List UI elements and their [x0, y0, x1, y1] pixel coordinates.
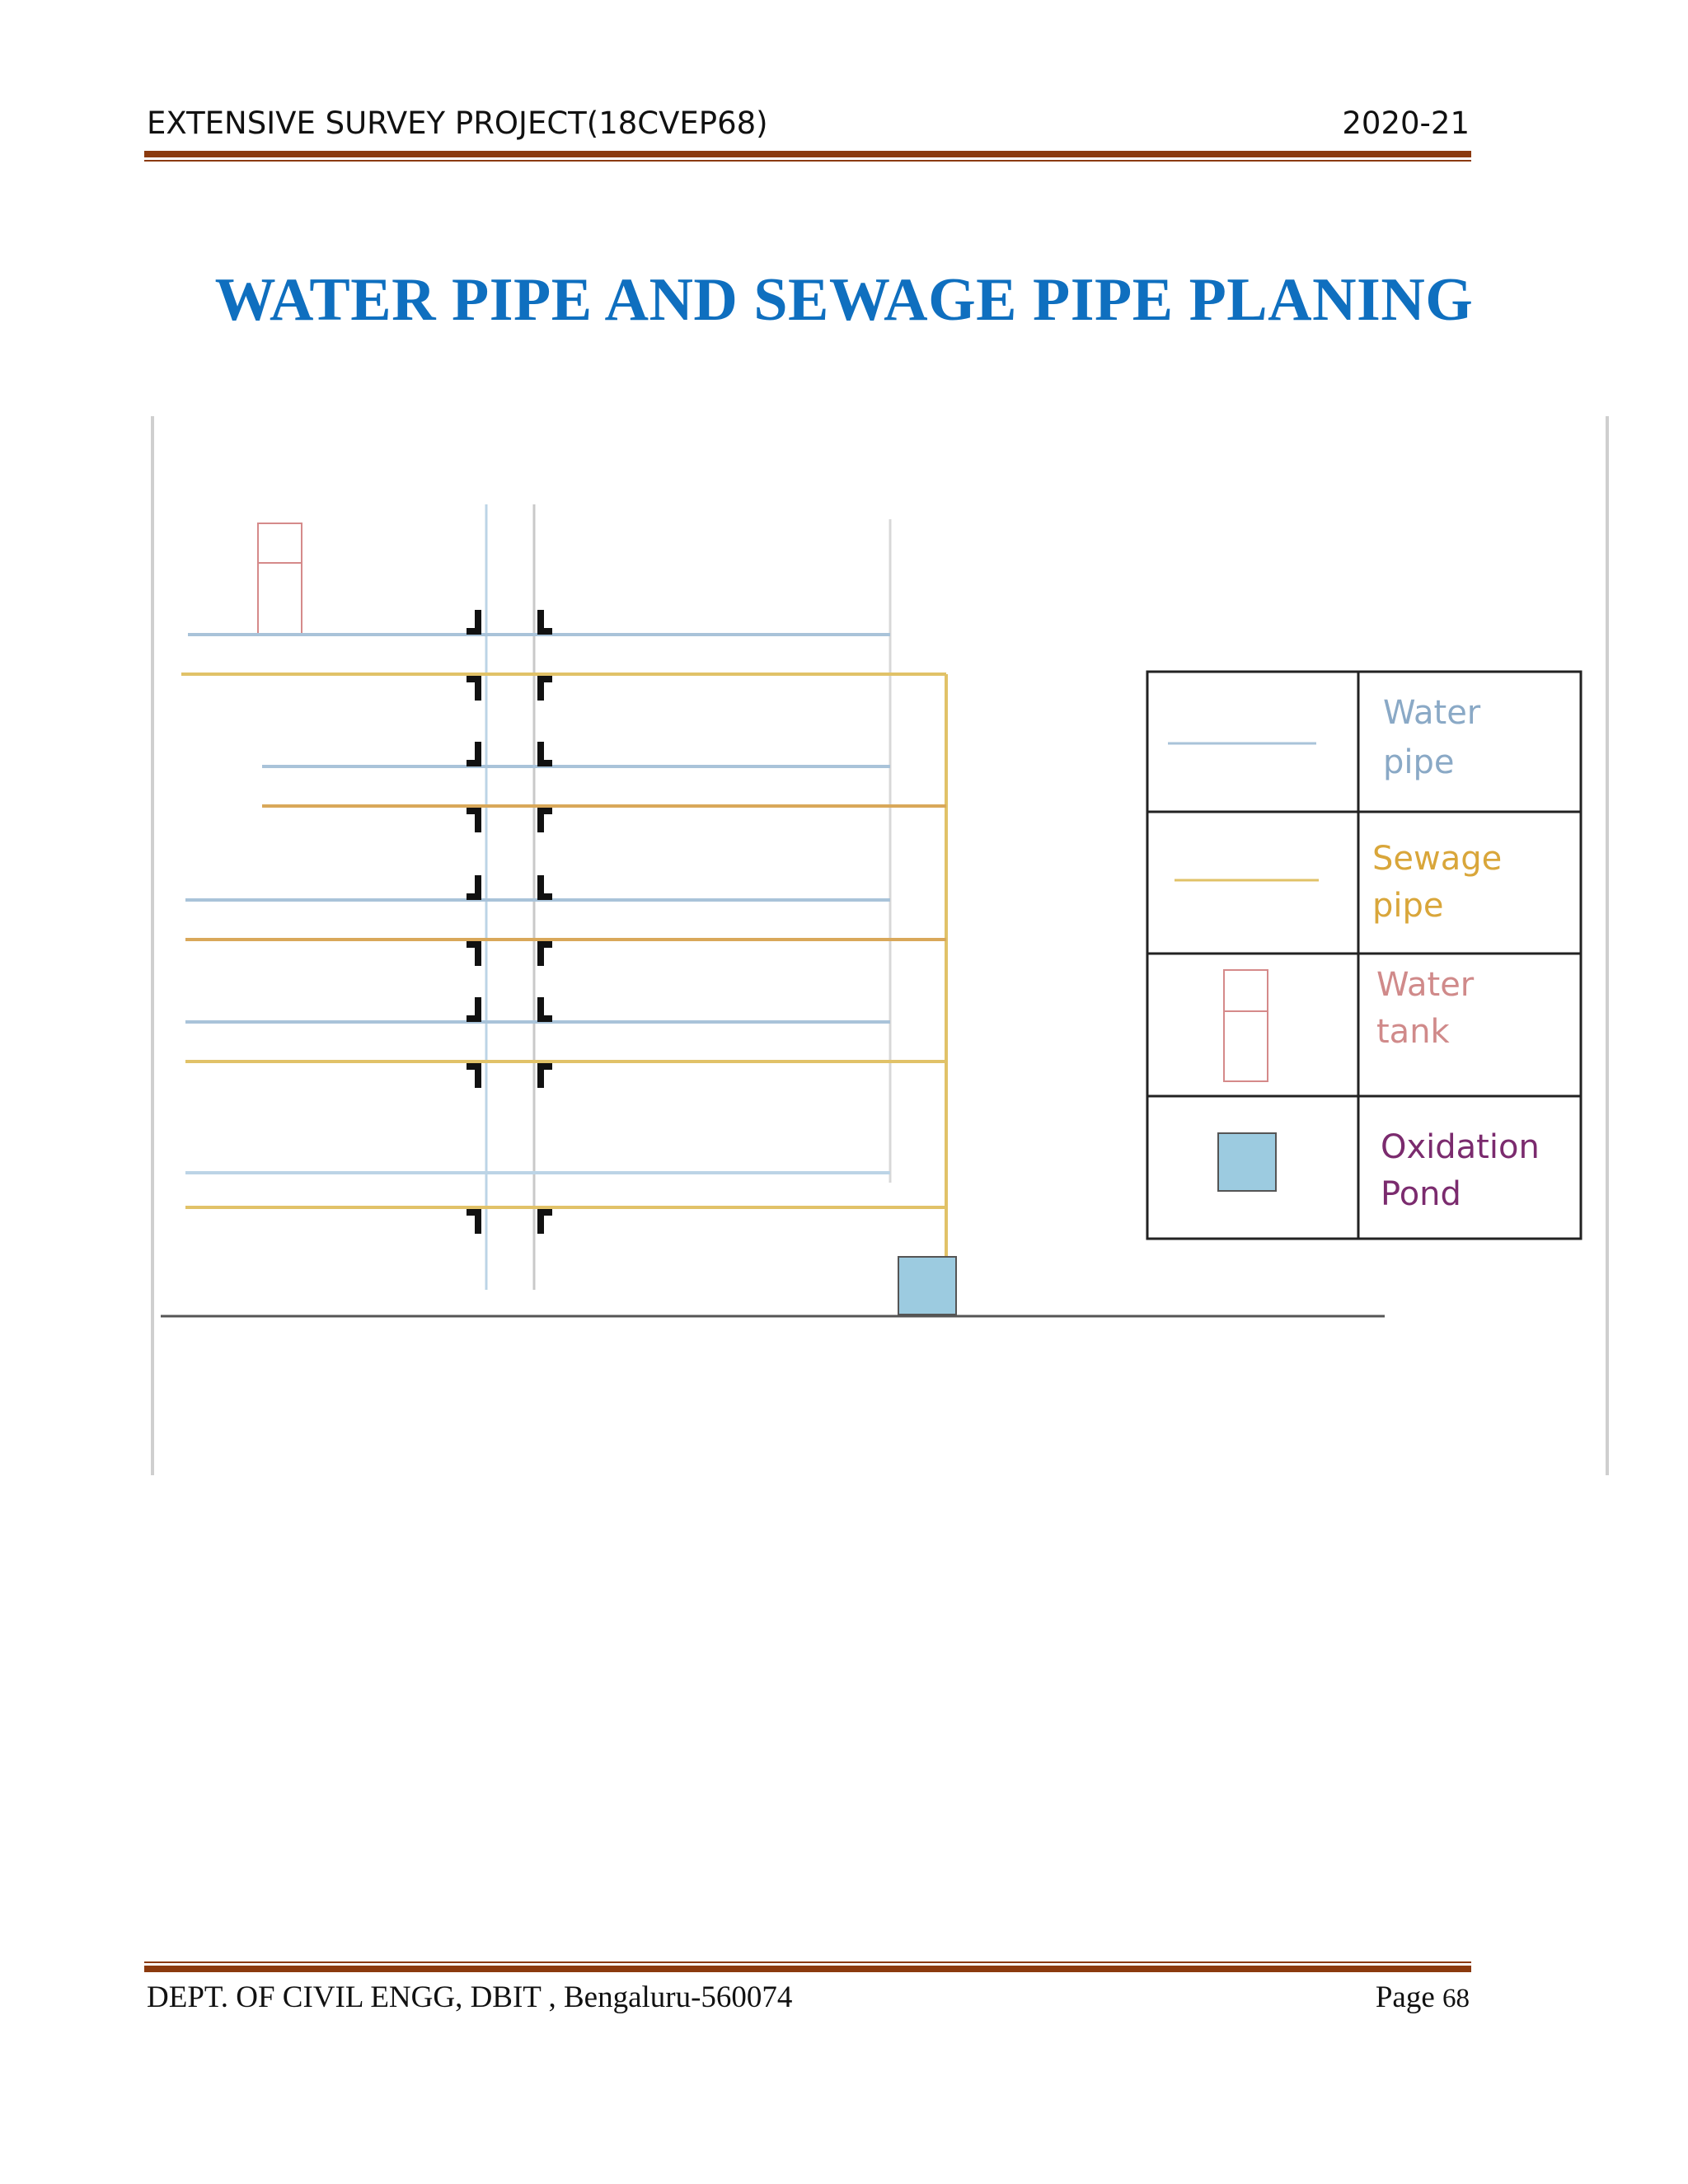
- legend-table: Water pipe Sewage pipe Water tank Oxidat…: [1146, 670, 1582, 1240]
- header-project-title: EXTENSIVE SURVEY PROJECT(18CVEP68): [147, 105, 768, 141]
- legend-water-pipe-label-2: pipe: [1383, 743, 1455, 781]
- legend-water-tank-label-2: tank: [1376, 1013, 1451, 1051]
- footer-page-label: Page: [1375, 1980, 1435, 2014]
- footer-page-value: 68: [1442, 1984, 1470, 2013]
- header-rule-thin: [144, 160, 1471, 162]
- legend-oxidation-pond-symbol: [1217, 1132, 1277, 1192]
- legend-water-tank-label-1: Water: [1376, 966, 1475, 1004]
- footer-rule: [144, 1966, 1471, 1972]
- header-year: 2020-21: [1342, 105, 1470, 141]
- footer-department: DEPT. OF CIVIL ENGG, DBIT , Bengaluru-56…: [147, 1980, 793, 2014]
- legend-sewage-pipe-label-1: Sewage: [1372, 840, 1502, 878]
- legend-sewage-pipe-label-2: pipe: [1372, 887, 1444, 925]
- legend-oxidation-pond-label-1: Oxidation: [1381, 1128, 1540, 1166]
- pipe-fittings: [467, 610, 552, 1234]
- legend-water-tank-symbol: [1223, 969, 1268, 1082]
- legend-water-pipe-label-1: Water: [1383, 694, 1481, 732]
- water-tank-icon: [257, 523, 302, 635]
- footer-page-number: Page 68: [1376, 1980, 1470, 2015]
- page-title: WATER PIPE AND SEWAGE PIPE PLANING: [214, 266, 1474, 334]
- header-rule: [144, 151, 1471, 157]
- legend-oxidation-pond-label-2: Pond: [1381, 1175, 1461, 1213]
- footer-rule-thin: [144, 1961, 1471, 1963]
- oxidation-pond-icon: [898, 1256, 957, 1315]
